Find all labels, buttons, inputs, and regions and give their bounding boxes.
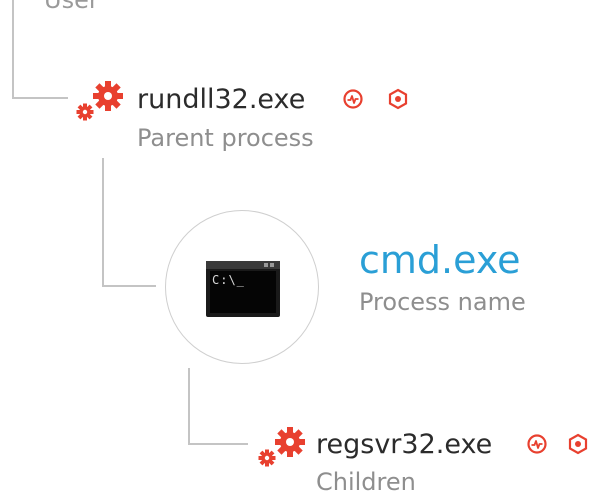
connector-parent-horizontal — [102, 285, 156, 287]
hexagon-shield-icon[interactable] — [387, 88, 409, 110]
process-name-title[interactable]: cmd.exe — [359, 238, 521, 282]
process-name-label: Process name — [359, 288, 526, 316]
terminal-prompt: C:\_ — [212, 273, 245, 287]
connector-child-vertical — [188, 368, 190, 444]
connector-user-horizontal — [12, 97, 68, 99]
parent-process-role: Parent process — [137, 124, 314, 152]
process-gear-icon — [72, 76, 128, 122]
user-label: User — [44, 0, 99, 14]
activity-icon[interactable] — [342, 88, 364, 110]
connector-child-horizontal — [188, 443, 248, 445]
connector-user-vertical — [12, 0, 14, 98]
process-gear-icon — [254, 422, 310, 468]
child-process-name[interactable]: regsvr32.exe — [316, 429, 493, 460]
parent-process-name[interactable]: rundll32.exe — [137, 84, 306, 115]
process-avatar: C:\_ — [165, 210, 319, 364]
activity-icon[interactable] — [526, 433, 548, 455]
terminal-icon: C:\_ — [206, 261, 280, 317]
hexagon-shield-icon[interactable] — [567, 433, 589, 455]
connector-parent-vertical — [102, 158, 104, 286]
child-process-role: Children — [316, 468, 416, 496]
